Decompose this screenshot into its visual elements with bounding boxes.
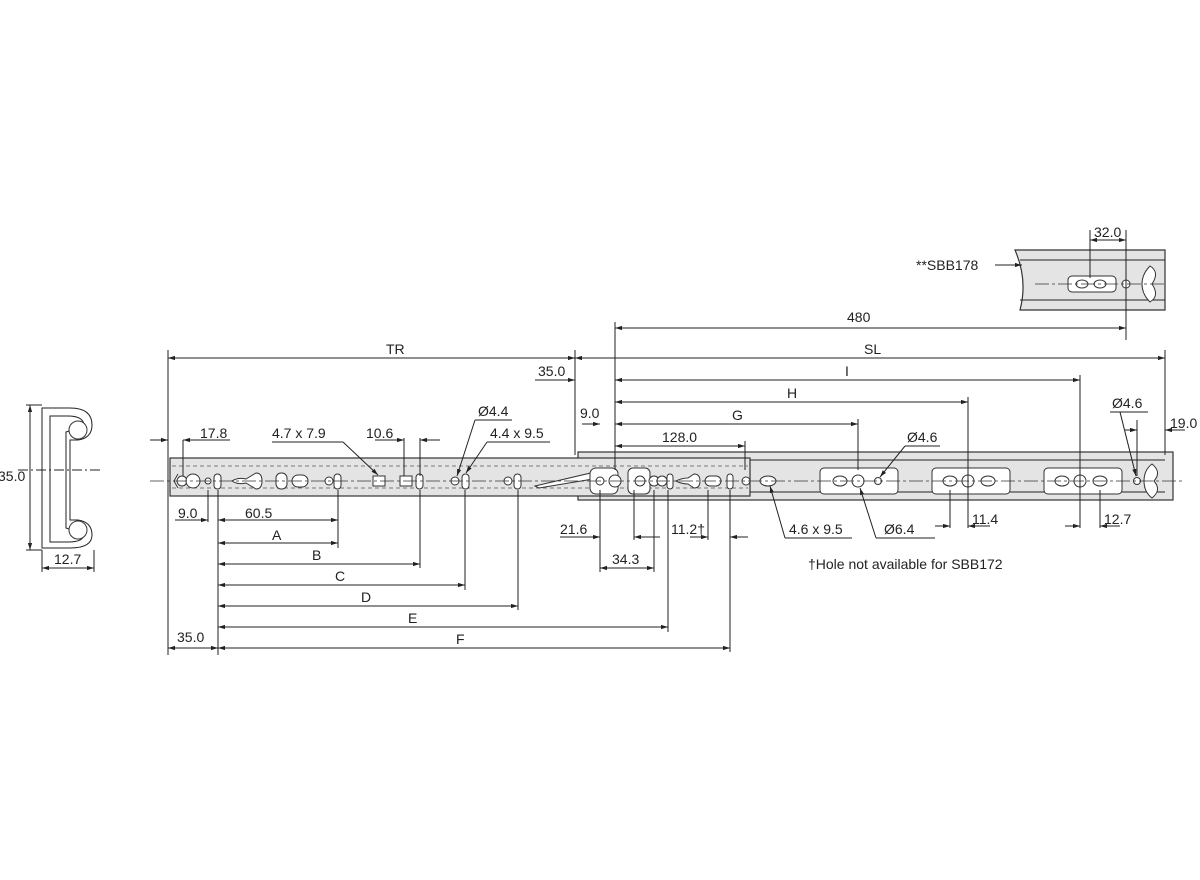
hole-6-4-label: Ø6.4	[884, 521, 915, 537]
dim-9-bottom: 9.0	[178, 505, 198, 521]
dim-11-4: 11.4	[972, 511, 998, 527]
inner-rail	[169, 457, 751, 497]
dim-17-8: 17.8	[200, 425, 227, 441]
dim-f: F	[456, 631, 465, 647]
dim-g: G	[732, 407, 743, 423]
dim-i: I	[845, 363, 849, 379]
dim-b: B	[312, 547, 321, 563]
dim-a: A	[272, 527, 282, 543]
dim-11-2: 11.2†	[671, 521, 705, 537]
hole-4-6-mid-label: Ø4.6	[907, 429, 938, 445]
dim-21-6: 21.6	[560, 521, 587, 537]
cross-section-view	[18, 404, 100, 572]
dim-35-top: 35.0	[538, 363, 565, 379]
slot-4-6x9-5-label: 4.6 x 9.5	[789, 521, 843, 537]
dim-35-bottom: 35.0	[177, 629, 204, 645]
sbb178-spacing-label: 32.0	[1094, 224, 1121, 240]
hole-4-6-end-label: Ø4.6	[1112, 395, 1143, 411]
dim-h: H	[787, 385, 797, 401]
dim-128: 128.0	[662, 429, 697, 445]
dim-sl: SL	[864, 341, 881, 357]
dim-12-7: 12.7	[1104, 511, 1131, 527]
slot-4-4x9-5-label: 4.4 x 9.5	[490, 425, 544, 441]
dim-c: C	[335, 568, 345, 584]
dim-d: D	[361, 589, 371, 605]
cross-section-width-label: 12.7	[54, 551, 81, 567]
sbb178-label: **SBB178	[916, 257, 978, 273]
dim-480: 480	[847, 309, 871, 325]
hole-4-4-label: Ø4.4	[478, 403, 509, 419]
dim-34-3: 34.3	[612, 551, 639, 567]
extension-lines	[167, 322, 1166, 655]
dim-9-top: 9.0	[580, 405, 600, 421]
dimension-lines	[150, 325, 1185, 651]
dim-60-5: 60.5	[245, 505, 272, 521]
footnote: †Hole not available for SBB172	[808, 556, 1003, 572]
dim-19-0: 19.0	[1170, 415, 1197, 431]
cross-section-height-label: 35.0	[0, 468, 25, 484]
dim-10-6: 10.6	[366, 425, 393, 441]
dim-e: E	[408, 610, 417, 626]
sbb178-detail	[995, 230, 1166, 340]
slot-4-7x7-9-label: 4.7 x 7.9	[272, 425, 326, 441]
dim-tr: TR	[386, 341, 405, 357]
